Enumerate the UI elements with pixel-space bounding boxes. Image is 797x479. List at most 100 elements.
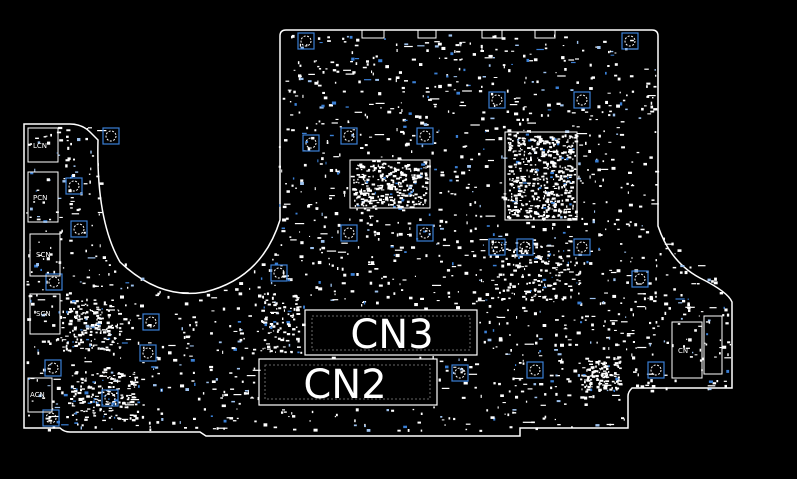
right-port-1[interactable]: CN — [671, 315, 723, 379]
component-pad — [216, 427, 219, 430]
component-pad — [70, 142, 72, 146]
component-pad — [545, 209, 550, 211]
component-pad — [279, 204, 281, 207]
component-pad — [48, 419, 53, 422]
connector-cn3[interactable]: CN3 — [304, 309, 478, 358]
component-pad — [517, 138, 520, 141]
component-pad — [439, 219, 444, 223]
component-pad — [587, 385, 591, 389]
component-pad — [554, 386, 557, 388]
component-pad — [589, 250, 593, 252]
component-pad — [533, 93, 537, 96]
component-pad — [401, 289, 404, 291]
component-pad — [569, 175, 572, 177]
component-pad — [282, 302, 285, 304]
component-pad — [610, 374, 614, 377]
component-pad — [508, 249, 512, 251]
left-port-4[interactable]: SCN — [29, 293, 61, 335]
connector-cn2[interactable]: CN2 — [258, 358, 438, 408]
component-pad — [449, 179, 453, 182]
component-pad — [494, 246, 498, 249]
component-pad — [109, 304, 113, 308]
component-pad — [605, 365, 609, 368]
component-pad — [319, 42, 323, 44]
component-pad — [390, 179, 393, 182]
component-pad — [604, 374, 606, 376]
component-pad — [96, 318, 98, 321]
component-pad — [57, 197, 62, 199]
component-pad — [149, 425, 151, 428]
component-pad — [542, 228, 547, 232]
component-pad — [457, 264, 462, 267]
component-pad — [604, 382, 609, 385]
component-pad — [81, 424, 84, 427]
component-pad — [363, 193, 367, 196]
component-pad — [295, 326, 298, 328]
component-pad — [515, 264, 519, 267]
component-pad — [66, 416, 69, 419]
left-port-2[interactable]: PCN — [27, 171, 59, 223]
component-pad — [605, 380, 610, 382]
component-pad — [261, 321, 265, 323]
component-pad — [237, 321, 242, 323]
component-pad — [63, 393, 68, 397]
component-pad — [557, 353, 562, 356]
component-pad — [202, 392, 205, 395]
component-pad — [62, 317, 66, 319]
component-pad — [317, 159, 319, 163]
component-pad — [30, 207, 33, 211]
component-pad — [432, 284, 442, 286]
component-pad — [231, 400, 235, 403]
component-pad — [614, 52, 617, 54]
component-pad — [91, 310, 95, 312]
component-pad — [494, 127, 499, 130]
component-pad — [369, 223, 373, 226]
component-pad — [641, 107, 644, 111]
component-pad — [264, 347, 266, 349]
component-pad — [479, 321, 481, 324]
component-pad — [397, 200, 402, 204]
component-pad — [527, 242, 530, 245]
component-pad — [317, 237, 322, 239]
component-pad — [540, 246, 543, 248]
left-port-1[interactable]: LCN — [27, 127, 59, 163]
component-pad — [99, 385, 102, 388]
mount-hole — [45, 412, 57, 424]
left-port-5[interactable]: ACN — [27, 377, 53, 413]
component-pad — [511, 195, 513, 198]
component-pad — [408, 192, 412, 195]
component-pad — [454, 302, 458, 305]
component-pad — [378, 169, 382, 173]
mount-hole — [68, 180, 80, 192]
component-pad — [574, 137, 578, 139]
component-pad — [93, 302, 98, 305]
component-pad — [62, 346, 65, 348]
component-pad — [156, 421, 160, 424]
component-pad — [570, 165, 573, 168]
component-pad — [392, 185, 395, 188]
component-pad — [297, 351, 300, 354]
component-pad — [477, 300, 485, 302]
component-pad — [353, 188, 356, 190]
left-port-3[interactable]: SCN — [29, 233, 61, 277]
component-pad — [106, 309, 108, 311]
component-pad — [322, 71, 325, 74]
component-pad — [546, 214, 550, 217]
component-pad — [563, 59, 566, 62]
component-pad — [400, 205, 404, 208]
component-pad — [286, 321, 291, 324]
component-pad — [331, 122, 338, 124]
component-pad — [530, 290, 532, 292]
component-pad — [472, 53, 476, 56]
component-pad — [599, 381, 601, 385]
component-pad — [194, 321, 198, 324]
component-pad — [141, 378, 146, 381]
component-pad — [67, 312, 69, 315]
component-pad — [508, 216, 512, 220]
component-pad — [244, 347, 249, 349]
component-pad — [174, 313, 178, 315]
component-pad — [648, 282, 652, 285]
component-pad — [639, 205, 643, 208]
component-pad — [486, 409, 489, 412]
component-pad — [481, 85, 483, 88]
